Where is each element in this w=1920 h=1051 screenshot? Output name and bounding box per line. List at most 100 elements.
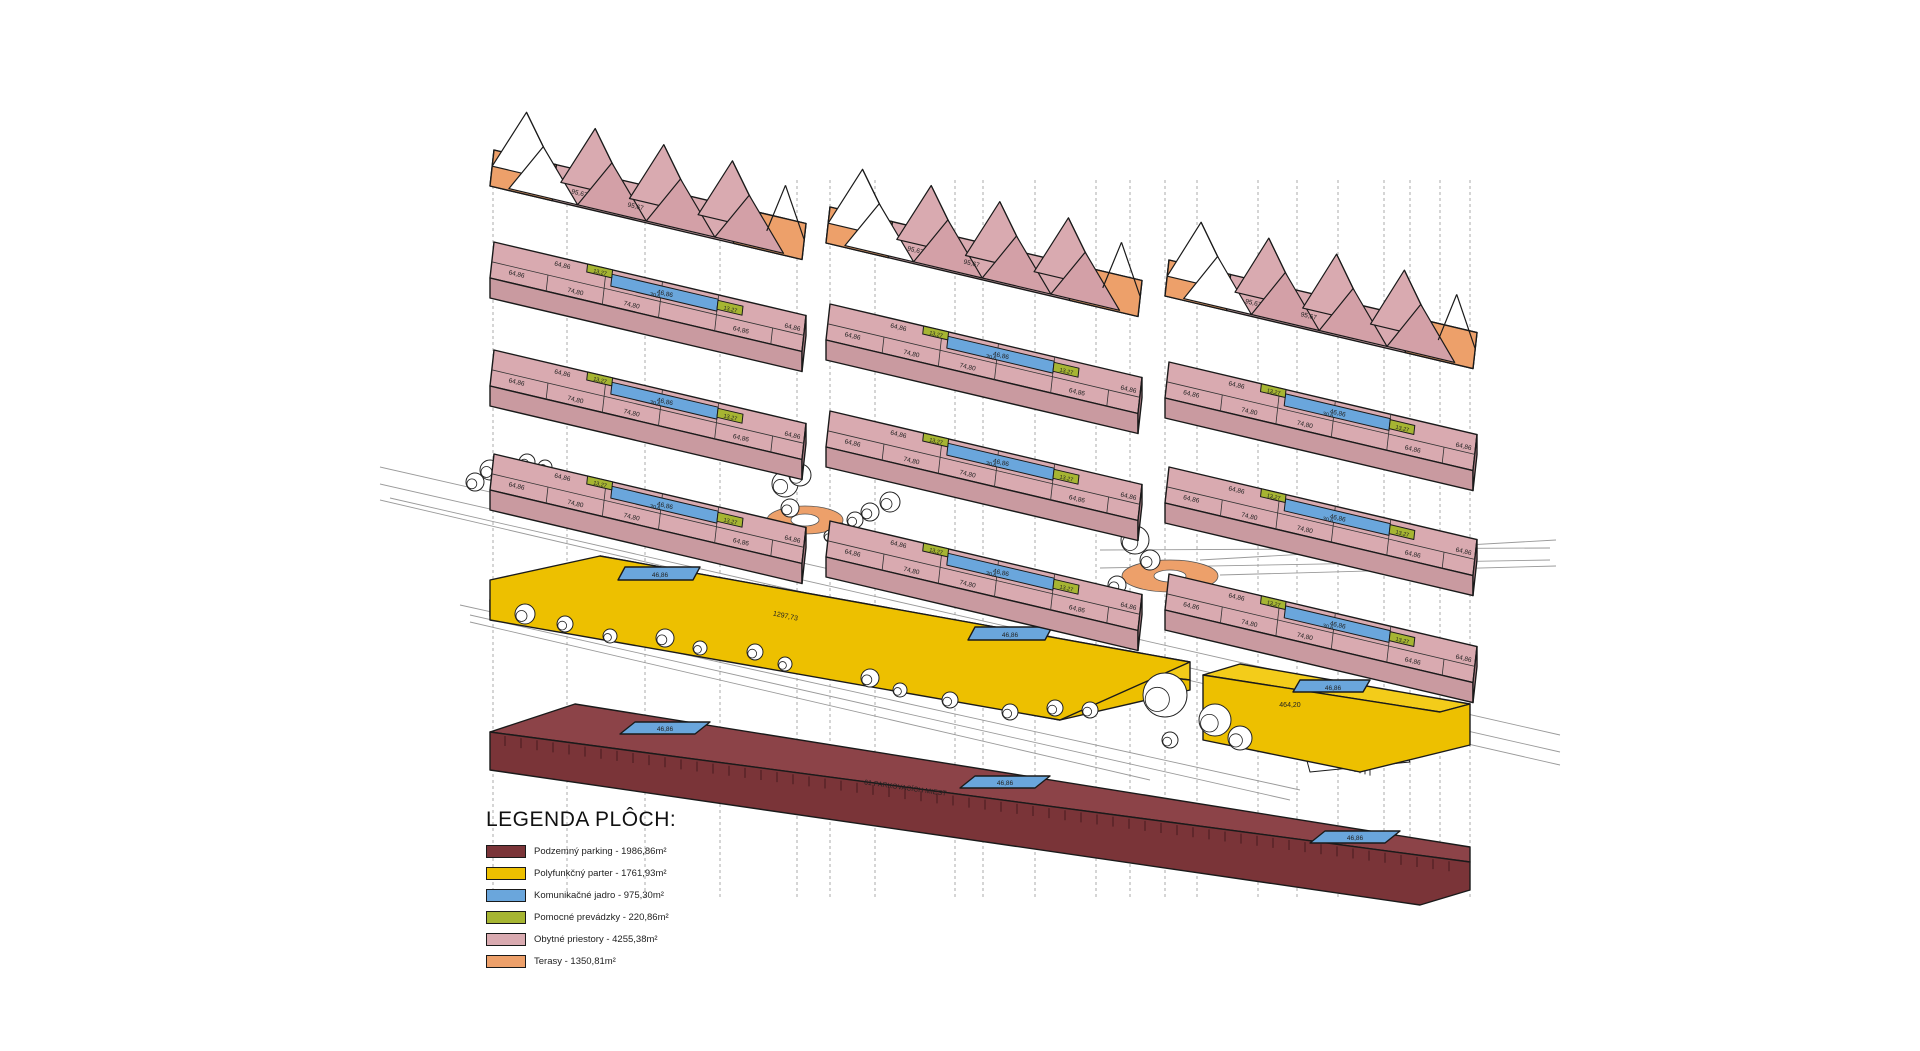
area-label: 64,86 <box>508 481 526 492</box>
residential-floors-layer: 64,86 74,80 74,80 64,86 64,86 64,86 13,27 46,86… <box>489 241 1478 704</box>
area-label: 74,80 <box>1241 407 1259 418</box>
slab-side <box>801 422 807 481</box>
room-divider <box>1166 593 1475 667</box>
area-label: 13,27 <box>1266 493 1281 502</box>
tree <box>1144 686 1170 712</box>
area-label: 64,86 <box>508 377 526 388</box>
area-label: 74,80 <box>567 395 585 406</box>
tree <box>1140 556 1153 568</box>
area-label: 30,6 <box>649 400 661 408</box>
aux-area <box>586 263 614 279</box>
aux-area <box>1052 578 1080 595</box>
area-label: 95,67 <box>571 188 589 199</box>
area-label: 64,86 <box>890 323 908 334</box>
legend-label: Podzemný parking - 1986,86m² <box>534 845 667 857</box>
core-patch <box>967 626 1053 641</box>
room-divider <box>491 261 804 336</box>
road-line <box>469 621 1151 781</box>
aux-area <box>922 325 950 341</box>
aux-area <box>1260 383 1287 398</box>
legend-swatch <box>486 910 526 924</box>
room-divider <box>1220 394 1223 412</box>
area-label: 30,6 <box>649 504 661 512</box>
area-label: 64,86 <box>844 438 862 449</box>
roof-ridge <box>594 128 613 164</box>
area-label: 95,67 <box>1244 298 1262 309</box>
aux-area <box>922 432 950 448</box>
tree <box>861 508 873 520</box>
area-label: 74,80 <box>1296 420 1314 431</box>
legend-label: Polyfunkčný parter - 1761,93m² <box>534 867 667 879</box>
area-label: 74,80 <box>959 469 977 480</box>
area-label: 74,80 <box>903 456 921 467</box>
aux-area <box>586 371 614 387</box>
area-label: 46,86 <box>992 568 1010 579</box>
room-divider <box>881 553 885 571</box>
area-label: 64,86 <box>1404 656 1422 667</box>
tree <box>1162 736 1172 747</box>
legend-item: Pomocné prevádzky - 220,86m² <box>486 906 846 928</box>
legend-item: Komunikačné jadro - 975,30m² <box>486 884 846 906</box>
roof-gable <box>576 162 647 222</box>
roof-frame <box>766 185 787 232</box>
legend-item: Obytné priestory - 4255,38m² <box>486 928 846 950</box>
area-label: 64,86 <box>732 433 750 444</box>
slab-side <box>1472 538 1478 597</box>
area-label: 74,80 <box>567 499 585 510</box>
roof-gable <box>912 219 983 279</box>
area-label: 64,86 <box>1182 601 1200 612</box>
area-label: 64,86 <box>732 325 750 336</box>
area-label: 64,86 <box>1228 380 1246 391</box>
area-label: 64,86 <box>554 261 572 272</box>
room-divider <box>491 473 804 548</box>
roof-gable <box>1386 303 1456 363</box>
slab-side <box>801 526 807 585</box>
area-label: 13,27 <box>723 413 738 422</box>
tree <box>557 620 567 631</box>
area-label: 64,86 <box>1068 494 1086 505</box>
area-label: 13,27 <box>1395 530 1410 539</box>
area-label: 64,86 <box>1404 444 1422 455</box>
area-label: 95,67 <box>627 202 645 213</box>
area-label: 64,86 <box>844 548 862 559</box>
roof-frame <box>784 185 805 240</box>
legend-item: Podzemný parking - 1986,86m² <box>486 840 846 862</box>
area-label: 13,27 <box>723 517 738 526</box>
room-divider <box>1166 486 1475 560</box>
core-patch <box>619 721 711 735</box>
area-label: 30,6 <box>985 571 997 579</box>
roof-frame <box>1102 242 1123 289</box>
area-label: 74,80 <box>623 300 641 311</box>
area-label: 46,86 <box>656 501 674 512</box>
slab-side <box>1472 645 1478 704</box>
tree <box>1228 733 1243 748</box>
area-label: 30,6 <box>1322 516 1334 524</box>
legend-swatch <box>486 866 526 880</box>
core-patch <box>959 775 1051 789</box>
tree <box>1002 708 1012 719</box>
tree <box>1047 704 1057 715</box>
legend-label: Terasy - 1350,81m² <box>534 955 616 967</box>
tree <box>466 478 478 490</box>
roof-ridge <box>1067 217 1086 253</box>
core-label: 46,86 <box>997 780 1014 787</box>
roof-gable <box>1318 287 1388 347</box>
slab-side <box>1472 433 1478 492</box>
area-label: 74,80 <box>903 349 921 360</box>
roof-gable <box>1050 251 1121 311</box>
area-label: 74,80 <box>1296 525 1314 536</box>
legend-swatch <box>486 844 526 858</box>
legend-swatch <box>486 932 526 946</box>
roof-ridge <box>999 201 1018 237</box>
legend-swatch <box>486 888 526 902</box>
area-label: 13,27 <box>928 330 943 339</box>
